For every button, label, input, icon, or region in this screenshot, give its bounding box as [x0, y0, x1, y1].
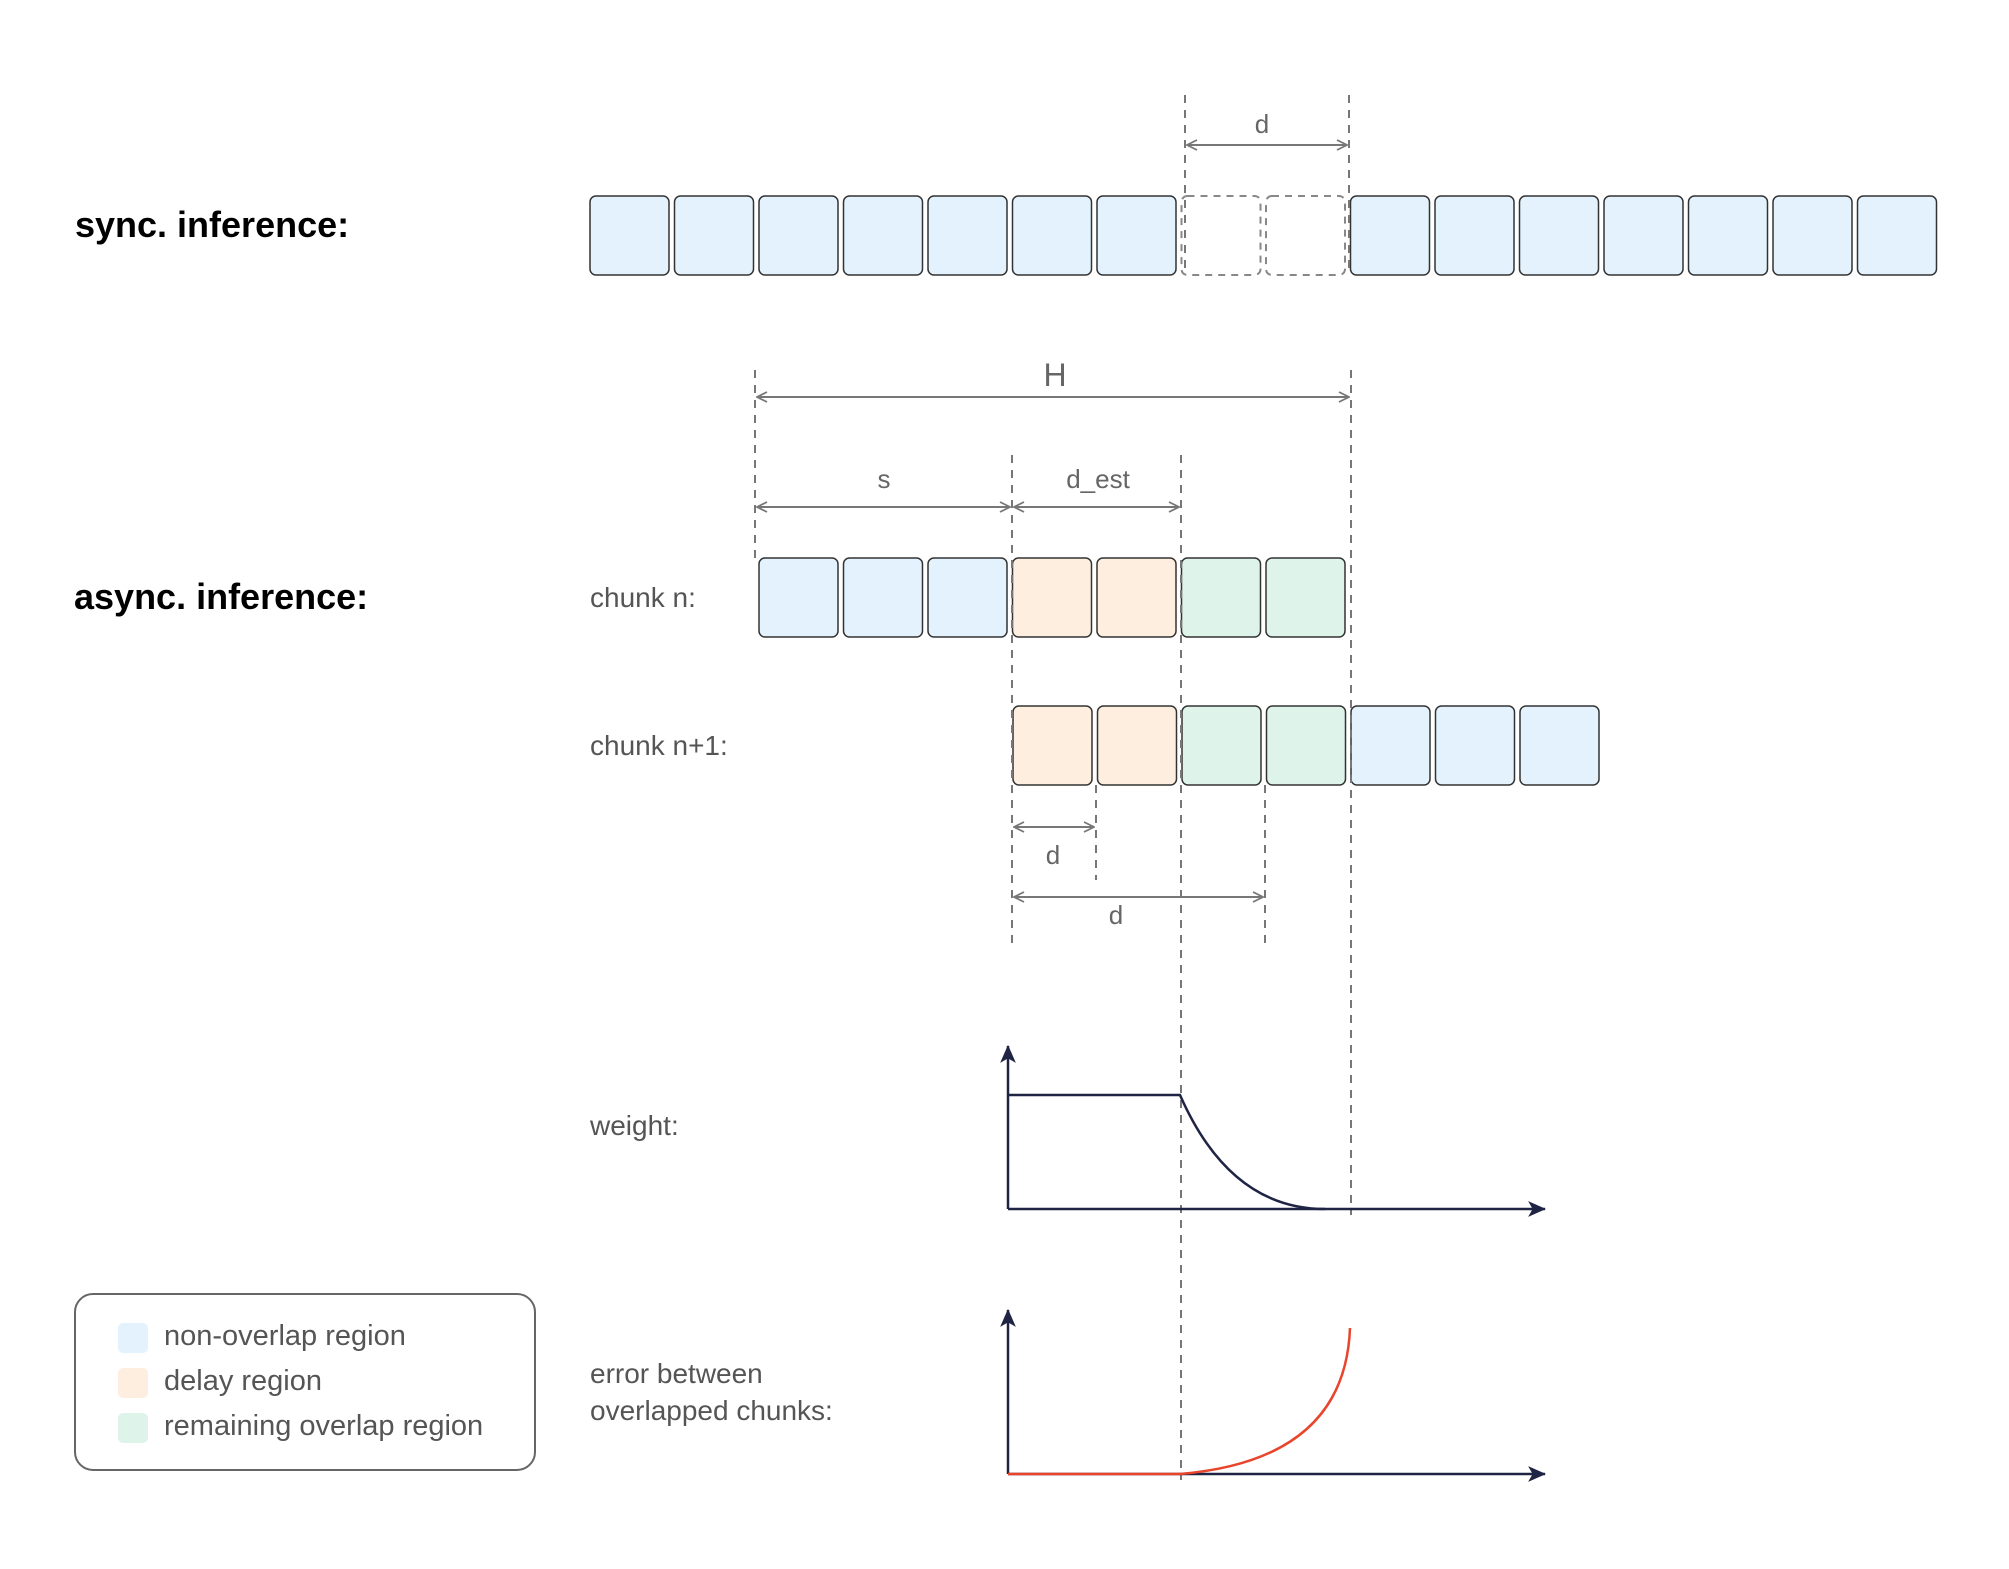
sync-row: [589, 195, 1938, 276]
legend-swatch-overlap: [118, 1413, 148, 1443]
sync-cell-non-overlap: [1349, 195, 1431, 276]
sync-cell-non-overlap: [1687, 195, 1769, 276]
sync-cell-non-overlap: [1856, 195, 1938, 276]
chunk-n-cell-non-overlap: [927, 557, 1008, 638]
chunk-n1-cell-non-overlap: [1519, 705, 1600, 786]
chunk-n1-label: chunk n+1:: [590, 730, 728, 761]
sync-cell-non-overlap: [758, 195, 839, 276]
legend-item-non-overlap: non-overlap region: [118, 1320, 406, 1353]
legend-box: [74, 1293, 536, 1471]
sync-d-label: d: [1255, 109, 1269, 139]
sync-cell-empty: [1180, 195, 1262, 276]
chunk-n-cell-non-overlap: [842, 557, 924, 638]
chunk-n-cell-delay: [1096, 557, 1177, 638]
sync-cell-non-overlap: [1434, 195, 1515, 276]
legend-item-overlap: remaining overlap region: [118, 1410, 483, 1443]
error-label-line1: error between: [590, 1358, 763, 1389]
sync-cell-non-overlap: [1096, 195, 1177, 276]
d-small-label: d: [1046, 840, 1060, 870]
sync-inference-heading: sync. inference:: [75, 204, 349, 245]
chunk-n1-cell-delay: [1012, 705, 1093, 786]
sync-cell-non-overlap: [589, 195, 670, 276]
chunk-n1-cell-overlap: [1265, 705, 1347, 786]
chunk-n-cell-non-overlap: [758, 557, 839, 638]
s-label: s: [878, 464, 891, 494]
chunk-n1-cell-non-overlap: [1350, 705, 1431, 786]
legend-label-overlap: remaining overlap region: [164, 1410, 483, 1442]
chunk-n-row: [758, 557, 1346, 638]
chunk-n1-cell-overlap: [1181, 705, 1262, 786]
legend-label-delay: delay region: [164, 1365, 322, 1397]
legend-swatch-non-overlap: [118, 1323, 148, 1353]
d-est-label: d_est: [1066, 464, 1130, 494]
sync-cell-non-overlap: [1603, 195, 1684, 276]
chunk-n-cell-overlap: [1265, 557, 1346, 638]
sync-cell-non-overlap: [842, 195, 924, 276]
error-label-line2: overlapped chunks:: [590, 1395, 833, 1426]
legend-label-non-overlap: non-overlap region: [164, 1320, 406, 1352]
chunk-n1-cell-delay: [1096, 705, 1178, 786]
chunk-n-cell-overlap: [1180, 557, 1262, 638]
sync-cell-non-overlap: [1011, 195, 1093, 276]
weight-label: weight:: [589, 1110, 679, 1141]
legend-swatch-delay: [118, 1368, 148, 1398]
sync-cell-non-overlap: [1518, 195, 1600, 276]
chunk-n1-cell-non-overlap: [1434, 705, 1516, 786]
weight-curve: [1008, 1093, 1326, 1211]
chunk-n-label: chunk n:: [590, 582, 696, 613]
sync-cell-non-overlap: [1772, 195, 1853, 276]
chunk-n1-row: [1012, 705, 1600, 786]
sync-cell-non-overlap: [927, 195, 1008, 276]
sync-cell-non-overlap: [673, 195, 755, 276]
chunk-n-cell-delay: [1011, 557, 1093, 638]
error-curve: [1008, 1327, 1352, 1476]
async-inference-heading: async. inference:: [74, 576, 368, 617]
h-label: H: [1043, 357, 1066, 393]
sync-cell-empty: [1265, 195, 1346, 276]
d-large-label: d: [1109, 900, 1123, 930]
legend-item-delay: delay region: [118, 1365, 322, 1398]
